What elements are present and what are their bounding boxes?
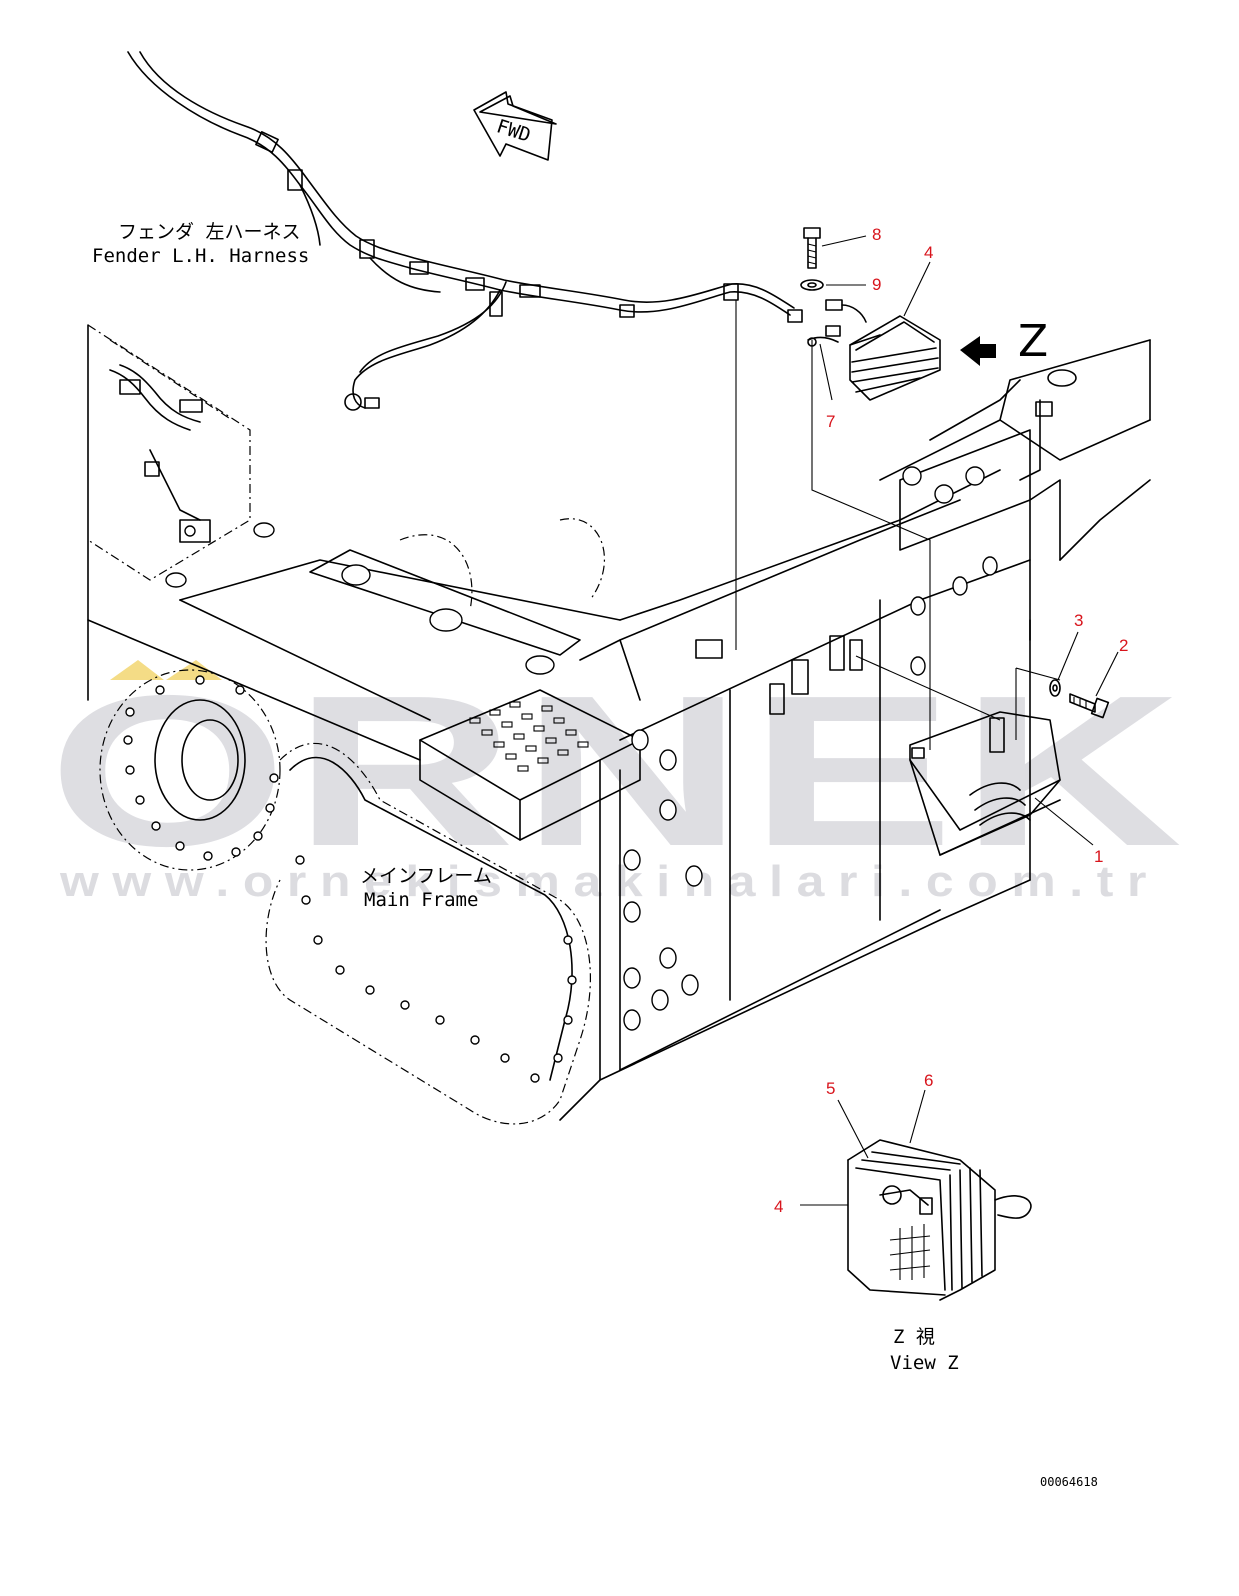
fender-harness xyxy=(127,51,803,411)
callout-2: 2 xyxy=(1119,636,1128,655)
bolt-2-icon xyxy=(1069,693,1110,719)
watermark: ORNEK www.ornekismakinalari.com.tr xyxy=(48,650,1188,906)
mounting-leaders xyxy=(735,300,1061,750)
view-z-label-en: View Z xyxy=(890,1352,959,1374)
step-plate-slots xyxy=(469,701,589,772)
main-frame-label-en: Main Frame xyxy=(364,889,478,911)
watermark-accent-left xyxy=(110,660,164,680)
fender-harness-label-en: Fender L.H. Harness xyxy=(92,245,309,267)
wheel-flange xyxy=(99,669,591,1125)
callout-6: 6 xyxy=(924,1071,933,1090)
watermark-brand: ORNEK xyxy=(48,650,1188,891)
fwd-arrow-icon: FWD xyxy=(473,91,557,161)
washer-3-icon xyxy=(1049,679,1061,697)
main-frame-top xyxy=(87,324,1001,761)
callout-5: 5 xyxy=(826,1079,835,1098)
main-frame-side xyxy=(559,499,1031,1121)
view-z-detail xyxy=(847,1139,1032,1301)
view-z-marker: Z xyxy=(1018,316,1048,367)
callout-8: 8 xyxy=(872,225,881,244)
callout-leaders xyxy=(800,235,1119,1206)
bracket-1-icon xyxy=(909,711,1061,856)
watermark-url: www.ornekismakinalari.com.tr xyxy=(59,857,1160,906)
drawing-number: 00064618 xyxy=(1040,1475,1098,1489)
callout-3: 3 xyxy=(1074,611,1083,630)
view-z-label-jp: Z 視 xyxy=(893,1326,935,1348)
fender-harness-label-jp: フェンダ 左ハーネス xyxy=(118,221,300,243)
callouts: 1 2 3 4 4 5 6 7 8 9 xyxy=(774,225,1128,1216)
view-z-arrow-icon xyxy=(960,336,996,366)
rear-structure xyxy=(879,339,1151,641)
callout-4-view-z: 4 xyxy=(774,1197,783,1216)
frame-side-holes xyxy=(623,556,998,1031)
lamp-4-icon xyxy=(849,315,941,401)
left-console xyxy=(87,324,251,581)
callout-7: 7 xyxy=(826,412,835,431)
clip-7-icon xyxy=(807,299,867,347)
bolt-8-icon xyxy=(803,227,821,269)
callout-9: 9 xyxy=(872,275,881,294)
washer-9-icon xyxy=(800,279,824,291)
flange-holes xyxy=(123,675,577,1083)
callout-1: 1 xyxy=(1094,847,1103,866)
main-frame-label-jp: メインフレーム xyxy=(360,865,492,887)
callout-4: 4 xyxy=(924,243,933,262)
